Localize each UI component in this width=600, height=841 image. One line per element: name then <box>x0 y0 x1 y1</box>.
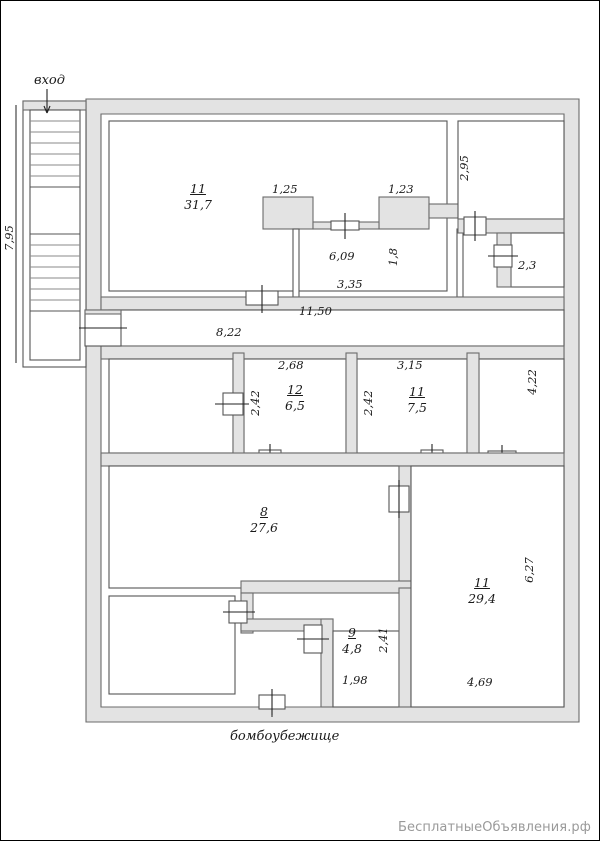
dim-top-room-width2: 3,35 <box>337 277 363 291</box>
dim-room11mid-width: 3,15 <box>397 358 423 372</box>
dim-room9-width: 1,98 <box>342 673 368 687</box>
room-11-top-number: 11 <box>190 181 206 196</box>
room-8-area <box>108 465 412 715</box>
bomb-shelter-caption: бомбоубежище <box>230 729 340 744</box>
room-9-area: 4,8 <box>342 641 362 656</box>
entrance-staircase <box>22 89 87 368</box>
dim-room12-width: 2,68 <box>278 358 304 372</box>
door-symbol <box>488 244 518 268</box>
room-11-bottom-number: 11 <box>474 575 490 590</box>
top-right-rooms <box>457 120 565 288</box>
dim-room11mid-height: 2,42 <box>360 390 375 416</box>
dim-right-top-height: 2,95 <box>456 155 471 181</box>
room-8-number: 8 <box>260 504 268 519</box>
door-symbol <box>215 392 249 416</box>
room-12-area: 6,5 <box>285 398 305 413</box>
room-11-top-area: 31,7 <box>184 197 212 212</box>
dim-corridor-inner: 8,22 <box>216 325 242 339</box>
dim-top-partition-right: 1,23 <box>388 182 414 196</box>
room-11-mid-number: 11 <box>409 384 425 399</box>
dim-room11bot-height: 6,27 <box>521 557 536 583</box>
entrance-label: вход <box>34 73 65 88</box>
room-11-bottom-shape <box>398 465 565 708</box>
door-symbol <box>223 600 255 624</box>
dim-right-mid-height: 4,22 <box>524 369 539 395</box>
room-11-bottom-area: 29,4 <box>468 591 496 606</box>
dim-room12-height: 2,42 <box>247 390 262 416</box>
room-8-area: 27,6 <box>250 520 278 535</box>
dim-left-overall: 7,95 <box>1 225 16 251</box>
room-9-number: 9 <box>348 625 356 640</box>
dim-right-small: 2,3 <box>518 258 537 272</box>
dim-top-partition-depth: 1,8 <box>386 247 401 267</box>
room-9-shape <box>332 630 400 708</box>
door-symbol <box>463 211 487 241</box>
dim-room9-height: 2,41 <box>375 627 390 653</box>
door-symbol <box>330 213 360 239</box>
door-symbol <box>245 285 279 313</box>
dim-top-room-width: 6,09 <box>329 249 355 263</box>
room-11-mid-area: 7,5 <box>407 400 427 415</box>
room-12-number: 12 <box>287 382 303 397</box>
door-symbol <box>388 480 410 518</box>
dim-top-partition-left: 1,25 <box>272 182 298 196</box>
lower-band-divider <box>100 452 565 467</box>
top-partitions <box>262 196 465 298</box>
dim-room11bot-width: 4,69 <box>467 675 493 689</box>
corridor <box>79 285 565 360</box>
dim-corridor-outer: 11,50 <box>299 304 332 318</box>
watermark: БесплатныеОбъявления.рф <box>398 820 591 835</box>
door-symbol <box>297 624 329 654</box>
